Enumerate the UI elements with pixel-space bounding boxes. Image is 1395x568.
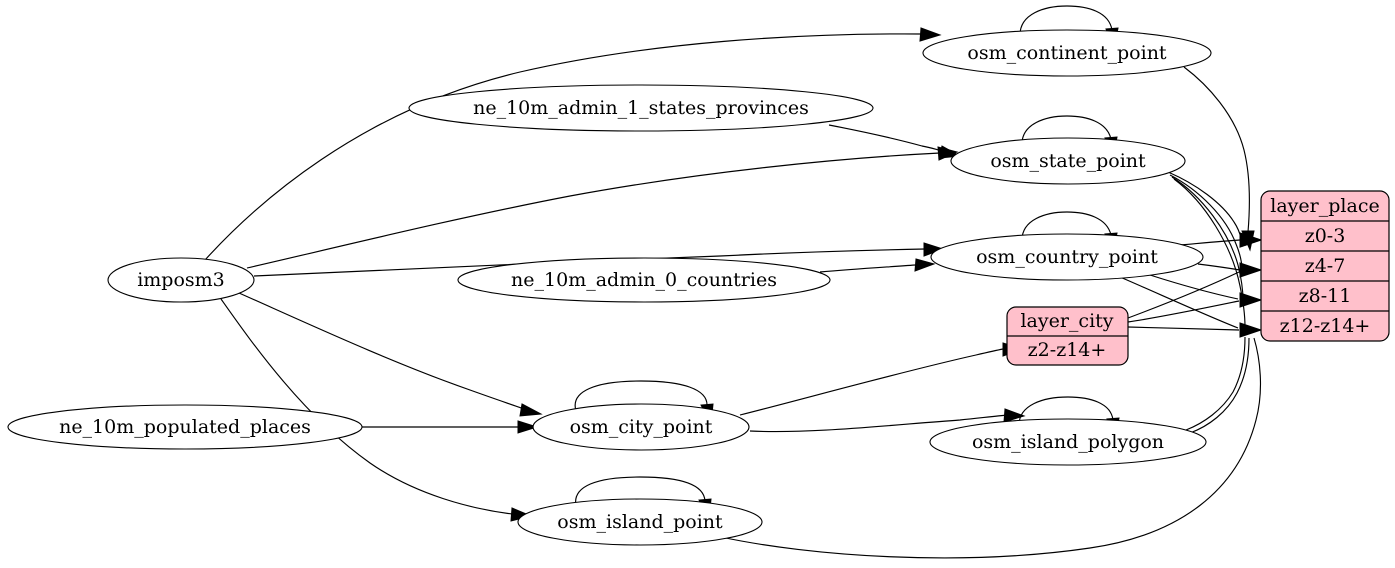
node-ne-10m-populated-places[interactable]: ne_10m_populated_places <box>7 404 363 450</box>
node-label: osm_continent_point <box>967 42 1167 64</box>
edge-self-osm-island-polygon <box>1018 396 1114 426</box>
node-label: ne_10m_admin_1_states_provinces <box>473 97 809 119</box>
node-label: ne_10m_populated_places <box>59 416 311 438</box>
arrowhead <box>919 27 942 42</box>
ellipse-shape <box>930 233 1204 281</box>
edge-osm-continent-point-to-layer-place-z0-3 <box>1183 66 1251 233</box>
record-row-z4-7[interactable]: z4-7 <box>1305 255 1346 277</box>
ellipse-shape <box>7 404 363 450</box>
arrowhead <box>519 403 543 417</box>
record-title: layer_place <box>1270 195 1379 217</box>
edge-osm-country-point-to-layer-place-z8-11 <box>1149 274 1239 300</box>
record-title: layer_city <box>1020 310 1113 332</box>
node-label: ne_10m_admin_0_countries <box>511 269 777 291</box>
node-imposm3[interactable]: imposm3 <box>107 257 255 303</box>
node-label: osm_state_point <box>990 150 1146 172</box>
ellipse-shape <box>408 84 874 132</box>
edge-layer-city-to-layer-place-z8-11 <box>1127 300 1240 323</box>
arrowhead <box>1239 262 1263 278</box>
edge-osm-state-point-to-layer-place-z8-11 <box>1171 176 1244 301</box>
record-row-z8-11[interactable]: z8-11 <box>1299 285 1352 307</box>
edge-imposm3-to-osm-state-point <box>246 152 941 269</box>
node-osm-island-polygon[interactable]: osm_island_polygon <box>929 418 1207 466</box>
record-layer-city[interactable]: layer_city z2-z14+ <box>1006 306 1129 366</box>
edge-self-osm-city-point <box>574 380 708 412</box>
node-osm-continent-point[interactable]: osm_continent_point <box>922 29 1212 77</box>
node-ne-10m-admin-1-states-provinces[interactable]: ne_10m_admin_1_states_provinces <box>408 84 874 132</box>
node-osm-country-point[interactable]: osm_country_point <box>930 233 1204 281</box>
edge-ne-admin1-to-osm-state-point <box>828 124 944 152</box>
record-row-z12-z14plus[interactable]: z12-z14+ <box>1280 315 1371 337</box>
edge-osm-island-polygon-to-layer-place-z12b <box>1189 337 1250 434</box>
node-label: imposm3 <box>137 269 225 291</box>
node-osm-city-point[interactable]: osm_city_point <box>532 403 750 451</box>
arrowhead <box>1239 322 1263 338</box>
node-label: osm_island_polygon <box>972 431 1164 453</box>
edge-self-osm-state-point <box>1021 115 1112 145</box>
edge-layer-city-to-layer-place-z4-7 <box>1127 271 1240 319</box>
nodes-layer: imposm3 ne_10m_populated_places ne_10m_a… <box>7 29 1212 546</box>
edge-osm-country-point-to-layer-place-z12 <box>1119 276 1239 329</box>
edge-layer-city-to-layer-place-z12 <box>1127 326 1240 331</box>
record-body <box>1260 190 1390 342</box>
edge-osm-country-point-to-layer-place-z0-3 <box>1179 239 1241 246</box>
arrowhead <box>1003 408 1026 423</box>
record-row-z0-3[interactable]: z0-3 <box>1305 225 1346 247</box>
arrowhead <box>517 420 539 434</box>
arrowhead <box>1239 292 1263 308</box>
ellipse-shape <box>457 257 831 303</box>
ellipse-shape <box>950 137 1186 185</box>
records-layer: layer_place z0-3 z4-7 z8-11 z12-z14+ lay… <box>1006 190 1390 366</box>
edge-imposm3-to-osm-continent-point <box>204 33 923 261</box>
ellipse-shape <box>922 29 1212 77</box>
node-label: osm_island_point <box>557 511 723 533</box>
node-osm-state-point[interactable]: osm_state_point <box>950 137 1186 185</box>
edge-osm-city-point-to-layer-city <box>739 348 1004 416</box>
edges-layer <box>204 5 1263 559</box>
node-osm-island-point[interactable]: osm_island_point <box>517 498 763 546</box>
ellipse-shape <box>929 418 1207 466</box>
edge-osm-island-point-to-layer-place-z12 <box>720 337 1262 559</box>
edge-osm-country-point-to-layer-place-z4-7 <box>1197 263 1241 271</box>
record-row-z2-z14plus[interactable]: z2-z14+ <box>1028 339 1107 361</box>
node-label: osm_country_point <box>976 246 1158 268</box>
edge-osm-city-point-to-osm-island-polygon <box>749 414 1009 433</box>
ellipse-shape <box>517 498 763 546</box>
edge-self-osm-continent-point <box>1019 5 1113 36</box>
ellipse-shape <box>107 257 255 303</box>
edge-imposm3-to-osm-island-point <box>220 298 513 515</box>
edge-osm-state-point-to-layer-place-z12 <box>1173 178 1246 328</box>
edge-ne-admin0-to-osm-country-point <box>819 264 916 273</box>
record-layer-place[interactable]: layer_place z0-3 z4-7 z8-11 z12-z14+ <box>1260 190 1390 342</box>
ellipse-shape <box>532 403 750 451</box>
edge-self-osm-country-point <box>1021 211 1112 241</box>
edge-self-osm-island-point <box>575 476 706 507</box>
edge-imposm3-to-osm-city-point <box>238 292 525 410</box>
node-ne-10m-admin-0-countries[interactable]: ne_10m_admin_0_countries <box>457 257 831 303</box>
node-label: osm_city_point <box>570 416 713 438</box>
edge-osm-island-polygon-to-layer-place-z12 <box>1185 336 1246 431</box>
arrowhead <box>914 258 936 272</box>
